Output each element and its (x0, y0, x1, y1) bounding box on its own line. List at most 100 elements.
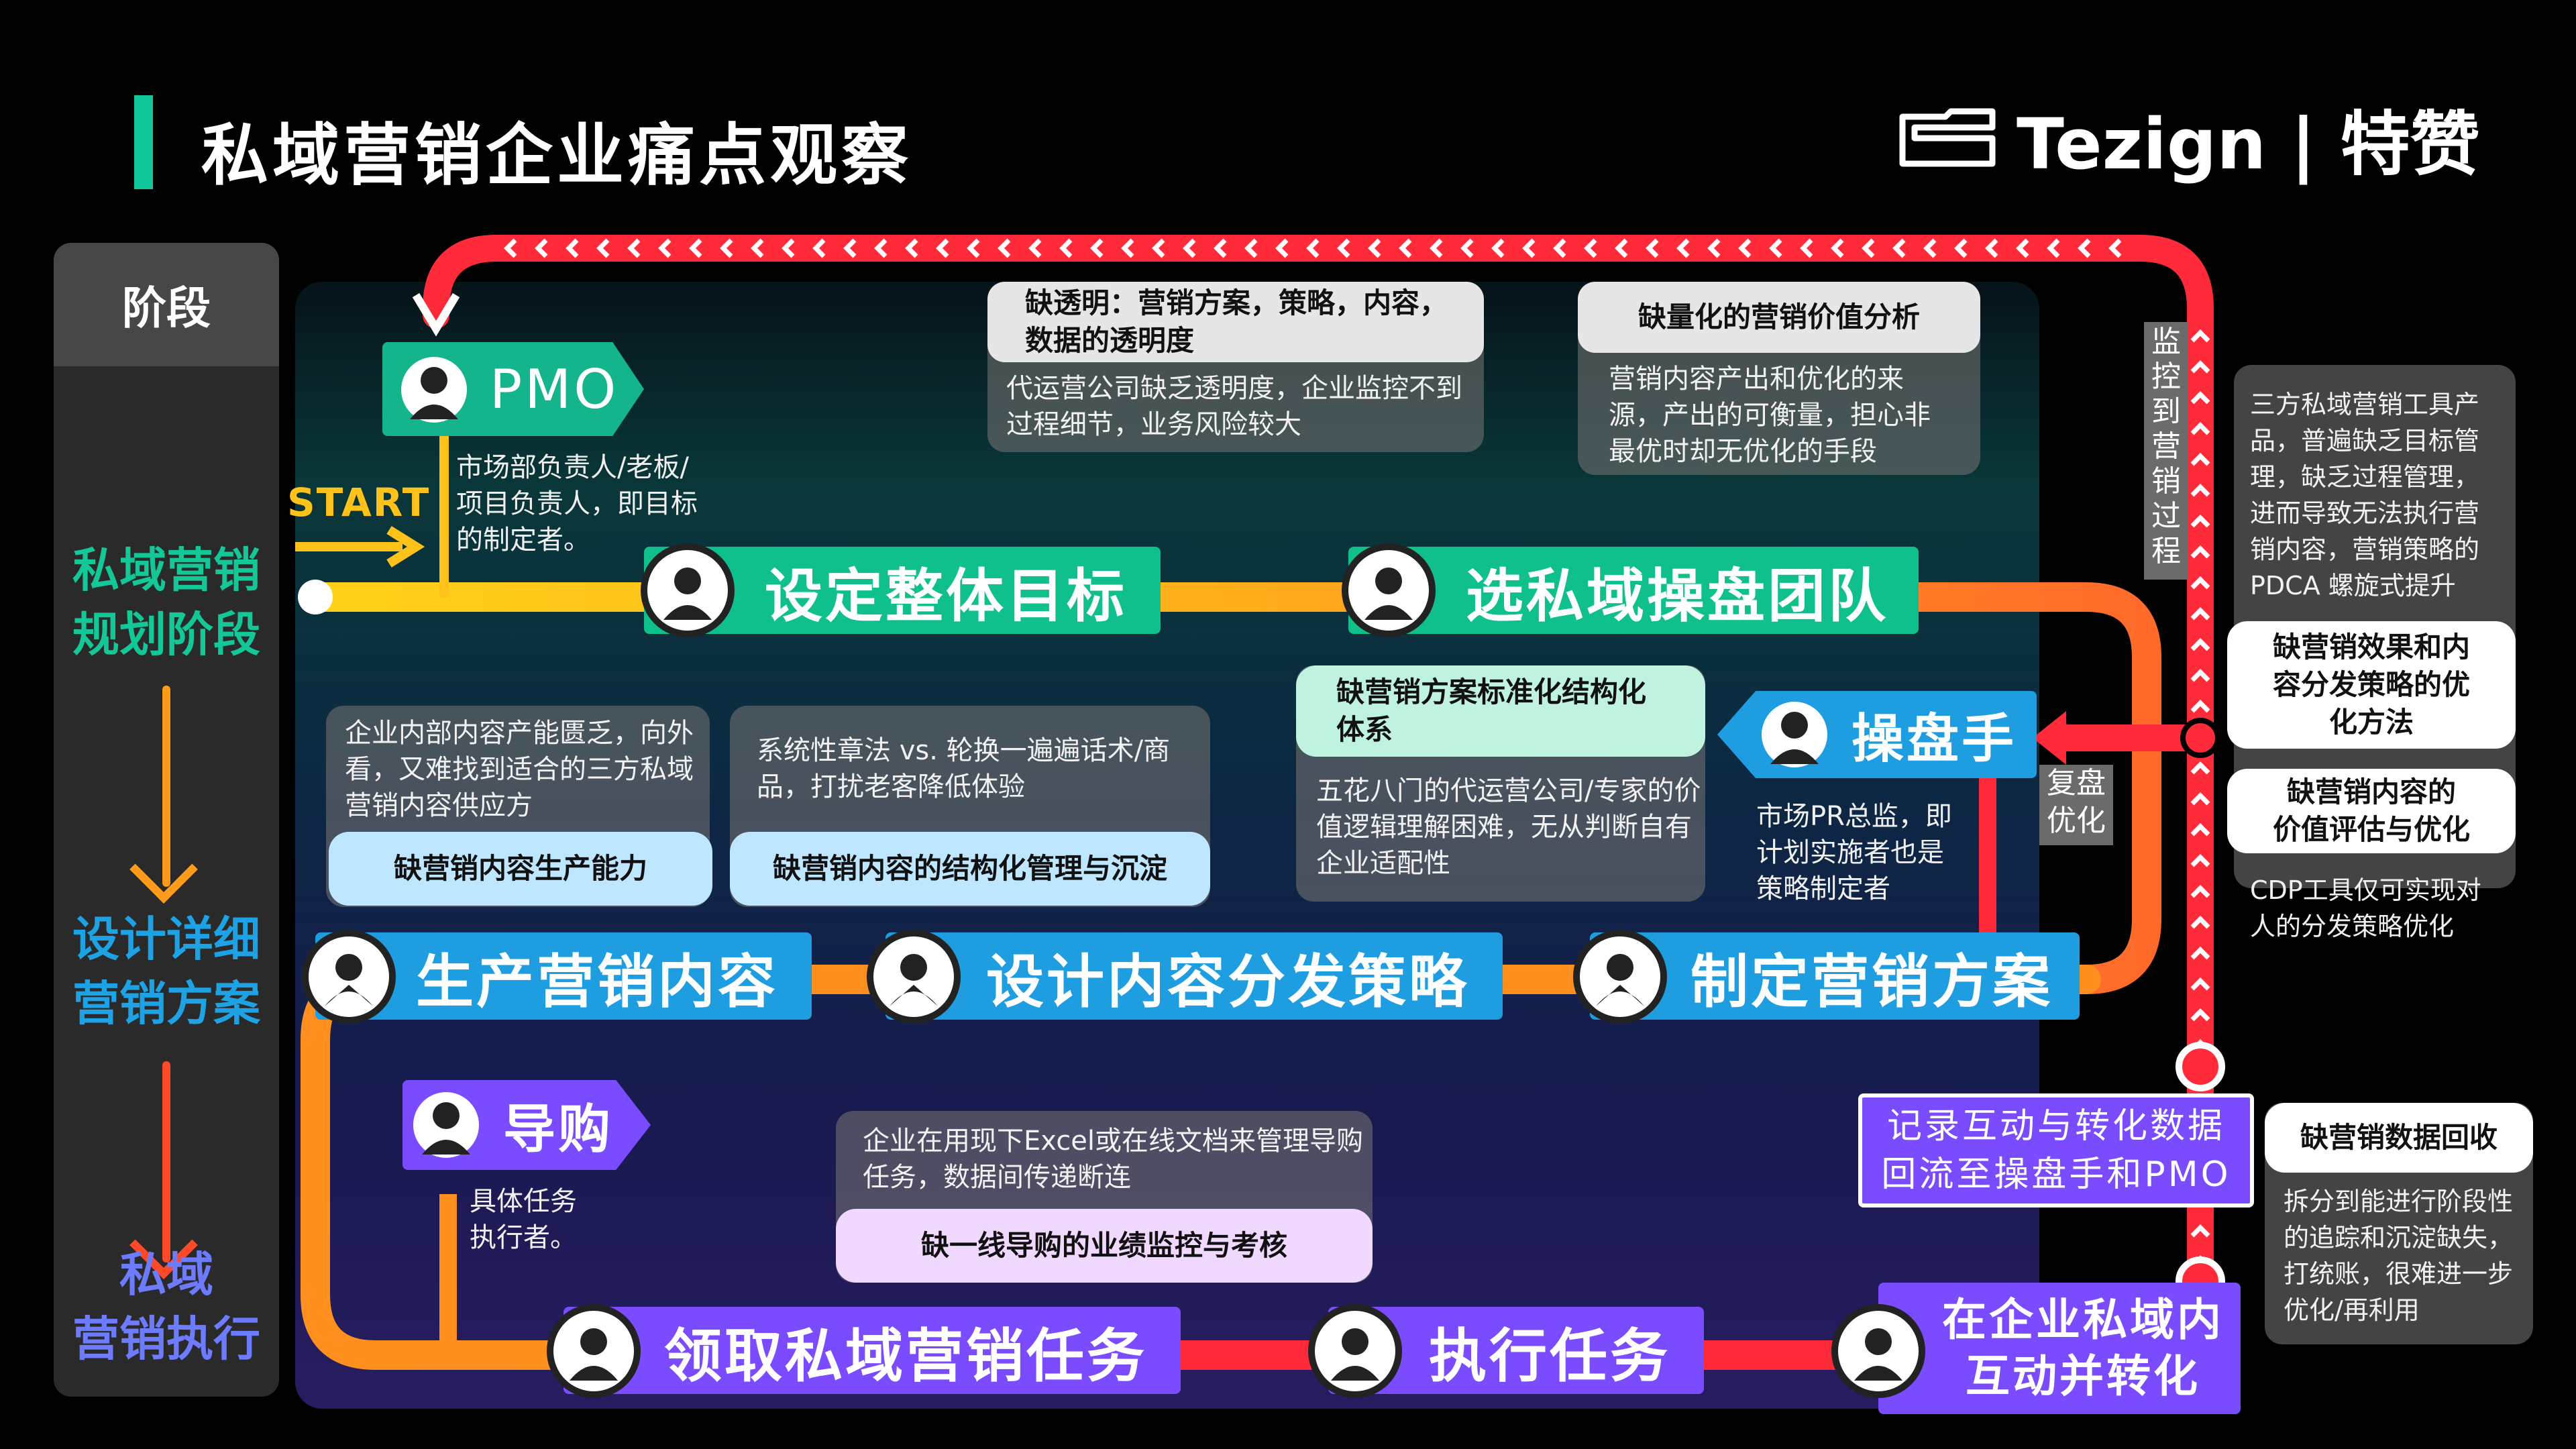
start-label: START (287, 480, 431, 525)
callout-body: 代运营公司缺乏透明度，企业监控不到 过程细节，业务风险较大 (1006, 373, 1462, 440)
chevron-up-icon (2190, 638, 2210, 651)
node-set-goal[interactable]: 设定整体目标 (644, 547, 1161, 634)
chevron-up-icon (2190, 607, 2210, 621)
callout-transparency-head: 缺透明：营销方案，策略，内容， 数据的透明度 (987, 282, 1484, 362)
chevron-left-icon (1892, 238, 1906, 258)
chevron-left-icon (2016, 238, 2029, 258)
node-record-label: 记录互动与转化数据 回流至操盘手和PMO (1881, 1106, 2231, 1195)
chevron-up-icon (2190, 484, 2210, 497)
chevron-left-icon (1399, 238, 1412, 258)
callout-body: 系统性章法 vs. 轮换一遍遍话术/商 品，打扰老客降低体验 (757, 735, 1171, 802)
node-execute-label: 执行任务 (1429, 1322, 1670, 1390)
stage-header: 阶段 (54, 243, 279, 366)
callout-value-head: 缺量化的营销价值分析 (1578, 282, 1980, 353)
role-guide-label: 导购 (503, 1099, 614, 1160)
chevron-left-icon (2108, 238, 2122, 258)
role-pmo-label: PMO (490, 358, 619, 421)
chevron-left-icon (2078, 238, 2091, 258)
review-label: 复盘 优化 (2039, 765, 2113, 845)
chevron-left-icon (1059, 238, 1073, 258)
chevron-up-icon (2190, 453, 2210, 466)
chevron-left-icon (1430, 238, 1443, 258)
chevron-left-icon (658, 238, 672, 258)
chevron-up-icon (2190, 1008, 2210, 1022)
chevron-left-icon (627, 238, 641, 258)
chevron-up-icon (2190, 360, 2210, 374)
node-interact-label: 在企业私域内 互动并转化 (1942, 1294, 2224, 1402)
node-distribute-label: 设计内容分发策略 (986, 948, 1469, 1016)
chevron-left-icon (1275, 238, 1289, 258)
stage-arrow-down (162, 686, 170, 887)
chevron-left-icon (1337, 238, 1350, 258)
chevron-left-icon (1985, 238, 1998, 258)
chevron-left-icon (1646, 238, 1659, 258)
person-icon (1308, 1304, 1402, 1398)
monitor-label: 监 控 到 营 销 过 程 (2144, 322, 2188, 580)
node-record[interactable]: 记录互动与转化数据 回流至操盘手和PMO (1858, 1093, 2254, 1208)
node-produce[interactable]: 生产营销内容 (315, 932, 812, 1020)
chevron-up-icon (2190, 1224, 2210, 1238)
chevron-left-icon (843, 238, 857, 258)
node-receive-label: 领取私域营销任务 (664, 1322, 1147, 1390)
chevron-up-icon (2190, 977, 2210, 991)
stage-design: 设计详细 营销方案 (72, 912, 260, 1031)
chevron-left-icon (1584, 238, 1597, 258)
chevron-left-icon (1152, 238, 1165, 258)
callout-data-back-head: 缺营销数据回收 (2265, 1103, 2533, 1173)
brand-logo: Tezign | 特赞 (1898, 94, 2480, 185)
person-icon (1831, 1304, 1925, 1398)
brand-name: Tezign | 特赞 (2017, 103, 2480, 185)
chevron-up-icon (2190, 669, 2210, 682)
callout-capacity-head: 缺营销内容生产能力 (329, 832, 712, 906)
node-interact[interactable]: 在企业私域内 互动并转化 (1878, 1283, 2241, 1414)
chevron-up-icon (2190, 391, 2210, 405)
callout-eval-head: 缺营销内容的 价值评估与优化 (2227, 769, 2516, 853)
role-pmo-desc: 市场部负责人/老板/ 项目负责人，即目标 的制定者。 (456, 452, 698, 555)
chevron-left-icon (1831, 238, 1844, 258)
node-receive[interactable]: 领取私域营销任务 (564, 1307, 1181, 1394)
chevron-up-icon (2190, 545, 2210, 559)
stage-execution: 私域 营销执行 (72, 1247, 260, 1366)
start-dot (298, 580, 333, 614)
role-trader-desc: 市场PR总监，即 计划实施者也是 策略制定者 (1756, 801, 1952, 904)
connector-guide (439, 1194, 457, 1355)
chevron-left-icon (720, 238, 733, 258)
chevron-left-icon (1214, 238, 1227, 258)
chevron-left-icon (967, 238, 980, 258)
callout-guide-kpi-head: 缺一线导购的业绩监控与考核 (836, 1209, 1373, 1283)
chevron-left-icon (535, 238, 548, 258)
node-distribute[interactable]: 设计内容分发策略 (885, 932, 1503, 1020)
person-icon (1342, 543, 1436, 637)
chevron-left-icon (1244, 238, 1258, 258)
chevron-up-icon (2190, 823, 2210, 837)
stage-column: 阶段 私域营销 规划阶段 设计详细 营销方案 私域 营销执行 (54, 243, 279, 1397)
node-produce-label: 生产营销内容 (416, 948, 778, 1016)
callout-standard-head: 缺营销方案标准化结构化 体系 (1296, 665, 1705, 757)
chevron-left-icon (1028, 238, 1042, 258)
person-icon (302, 930, 396, 1024)
chevron-up-icon (2190, 885, 2210, 898)
page-title: 私域营销企业痛点观察 (201, 116, 912, 195)
person-icon (407, 1085, 486, 1165)
person-icon (394, 350, 474, 429)
chevron-left-icon (812, 238, 826, 258)
callout-eval-body: CDP工具仅可实现对 人的分发策略优化 (2250, 875, 2481, 941)
chevron-left-icon (504, 238, 517, 258)
node-plan[interactable]: 制定营销方案 (1590, 932, 2080, 1020)
connector-pmo (439, 423, 449, 597)
chevron-left-icon (1800, 238, 1813, 258)
chevron-left-icon (1460, 238, 1474, 258)
chevron-left-icon (874, 238, 888, 258)
chevron-up-icon (2190, 854, 2210, 867)
stage-planning: 私域营销 规划阶段 (72, 543, 260, 662)
role-guide-desc: 具体任务 执行者。 (470, 1186, 577, 1253)
chevron-left-icon (566, 238, 579, 258)
route-monitor (423, 235, 2214, 1362)
chevron-left-icon (1707, 238, 1721, 258)
chevron-left-icon (905, 238, 918, 258)
chevron-left-icon (1306, 238, 1320, 258)
chevron-left-icon (998, 238, 1011, 258)
chevron-left-icon (1183, 238, 1196, 258)
chevron-left-icon (782, 238, 795, 258)
node-select-team[interactable]: 选私域操盘团队 (1348, 547, 1919, 634)
